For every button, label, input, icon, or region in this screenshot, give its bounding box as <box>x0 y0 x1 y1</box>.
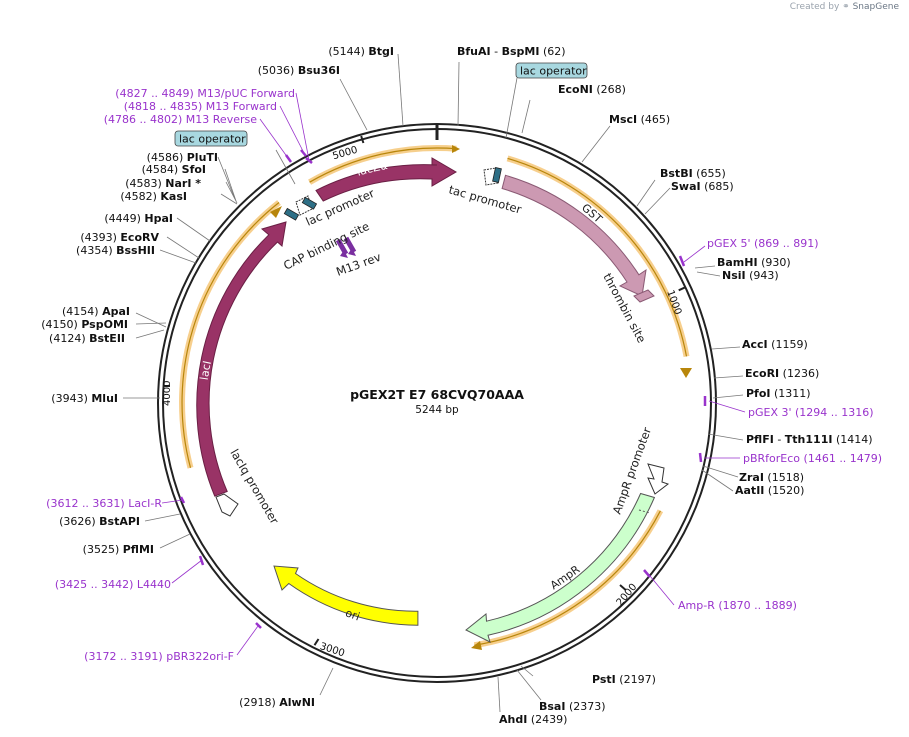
site-bamhi: BamHI (930) <box>717 256 791 269</box>
feature-ampr-promoter <box>647 463 670 495</box>
primer-laci-r: (3612 .. 3631) LacI-R <box>46 497 162 510</box>
site-pflfi: PflFI - Tth111I (1414) <box>746 433 873 446</box>
site-mlui: (3943) MluI <box>51 392 118 405</box>
feature-ampr <box>465 492 656 643</box>
site-pluti: (4586) PluTI <box>147 151 218 164</box>
primer-m13-puc-forward: (4827 .. 4849) M13/pUC Forward <box>115 87 295 100</box>
site-bsu36i: (5036) Bsu36I <box>258 64 340 77</box>
site-alwni: (2918) AlwNI <box>239 696 315 709</box>
snapgene-logo-icon: ⚭ <box>842 2 850 12</box>
primer-pgex5: pGEX 5' (869 .. 891) <box>707 237 819 250</box>
primer-m13-forward: (4818 .. 4835) M13 Forward <box>124 100 277 113</box>
lac-operator-label-1: lac operator <box>520 65 587 78</box>
site-psti: PstI (2197) <box>592 673 656 686</box>
site-zrai: ZraI (1518) <box>739 471 804 484</box>
feature-lac-rbs-1 <box>283 207 300 221</box>
site-hpai: (4449) HpaI <box>104 212 173 225</box>
feature-laci <box>196 221 287 497</box>
site-bsai: BsaI (2373) <box>539 700 606 713</box>
primer-leader-lines <box>161 92 746 656</box>
tick-label-1000: 1000 <box>664 289 683 317</box>
plasmid-name: pGEX2T E7 68CVQ70AAA <box>350 387 524 402</box>
feature-lac-rbs-2 <box>301 196 318 210</box>
orf-arrowhead-gst <box>680 368 692 378</box>
primer-m13-reverse: (4786 .. 4802) M13 Reverse <box>104 113 257 126</box>
leader-lines <box>123 53 744 713</box>
primer-l4440: (3425 .. 3442) L4440 <box>55 578 171 591</box>
site-ecorv: (4393) EcoRV <box>80 231 159 244</box>
orf-band-lines <box>181 147 688 646</box>
site-msci: MscI (465) <box>609 113 670 126</box>
site-pflmi: (3525) PflMI <box>83 543 154 556</box>
orf-arrowhead-ampr <box>471 641 482 650</box>
primer-marks <box>179 149 707 629</box>
site-kasi: (4582) KasI <box>120 190 187 203</box>
primer-pgex3: pGEX 3' (1294 .. 1316) <box>748 406 874 419</box>
lac-operator-box-1 <box>515 62 588 79</box>
site-nari: (4583) NarI * <box>125 177 201 190</box>
site-bstapi: (3626) BstAPI <box>59 515 140 528</box>
site-sfoi: (4584) SfoI <box>142 163 206 176</box>
site-ecori: EcoRI (1236) <box>745 367 819 380</box>
site-ahdi: AhdI (2439) <box>499 713 567 726</box>
backbone-outer <box>157 123 717 683</box>
tick-label-2000: 2000 <box>615 582 640 609</box>
label-ori: ori <box>344 606 362 623</box>
label-laciq-promoter: lacIq promoter <box>227 447 281 527</box>
tick-label-4000: 4000 <box>162 381 173 406</box>
plasmid-length: 5244 bp <box>415 404 459 416</box>
feature-lacza <box>315 157 457 202</box>
site-acci: AccI (1159) <box>742 338 808 351</box>
feature-tac-rbs <box>492 167 502 183</box>
primer-ampr: Amp-R (1870 .. 1889) <box>678 599 797 612</box>
orf-arrowhead-laci <box>270 206 282 218</box>
site-apai: (4154) ApaI <box>62 305 130 318</box>
site-nsii: NsiI (943) <box>722 269 779 282</box>
site-bfuai: BfuAI - BspMI (62) <box>457 45 566 58</box>
tick-marks <box>163 135 686 646</box>
feature-laciq-promoter <box>215 493 239 517</box>
site-swai: SwaI (685) <box>671 180 734 193</box>
snapgene-watermark: Created by ⚭ SnapGene <box>789 2 899 12</box>
site-btgi: (5144) BtgI <box>328 45 394 58</box>
feature-ori <box>273 565 419 626</box>
site-econi: EcoNI (268) <box>558 83 626 96</box>
orf-arrowhead-lacz <box>452 145 460 153</box>
site-aatii: AatII (1520) <box>735 484 804 497</box>
feature-thrombin-site <box>633 289 655 303</box>
lac-operator-box-2 <box>174 130 248 147</box>
site-pspomi: (4150) PspOMI <box>41 318 128 331</box>
site-pfoi: PfoI (1311) <box>746 387 811 400</box>
primer-pbrforeco: pBRforEco (1461 .. 1479) <box>743 452 882 465</box>
site-bsteii: (4124) BstEII <box>49 332 125 345</box>
site-bsshii: (4354) BssHII <box>76 244 155 257</box>
lac-operator-label-2: lac operator <box>179 133 246 146</box>
site-bstbi: BstBI (655) <box>660 167 726 180</box>
primer-pbr322ori: (3172 .. 3191) pBR322ori-F <box>84 650 234 663</box>
